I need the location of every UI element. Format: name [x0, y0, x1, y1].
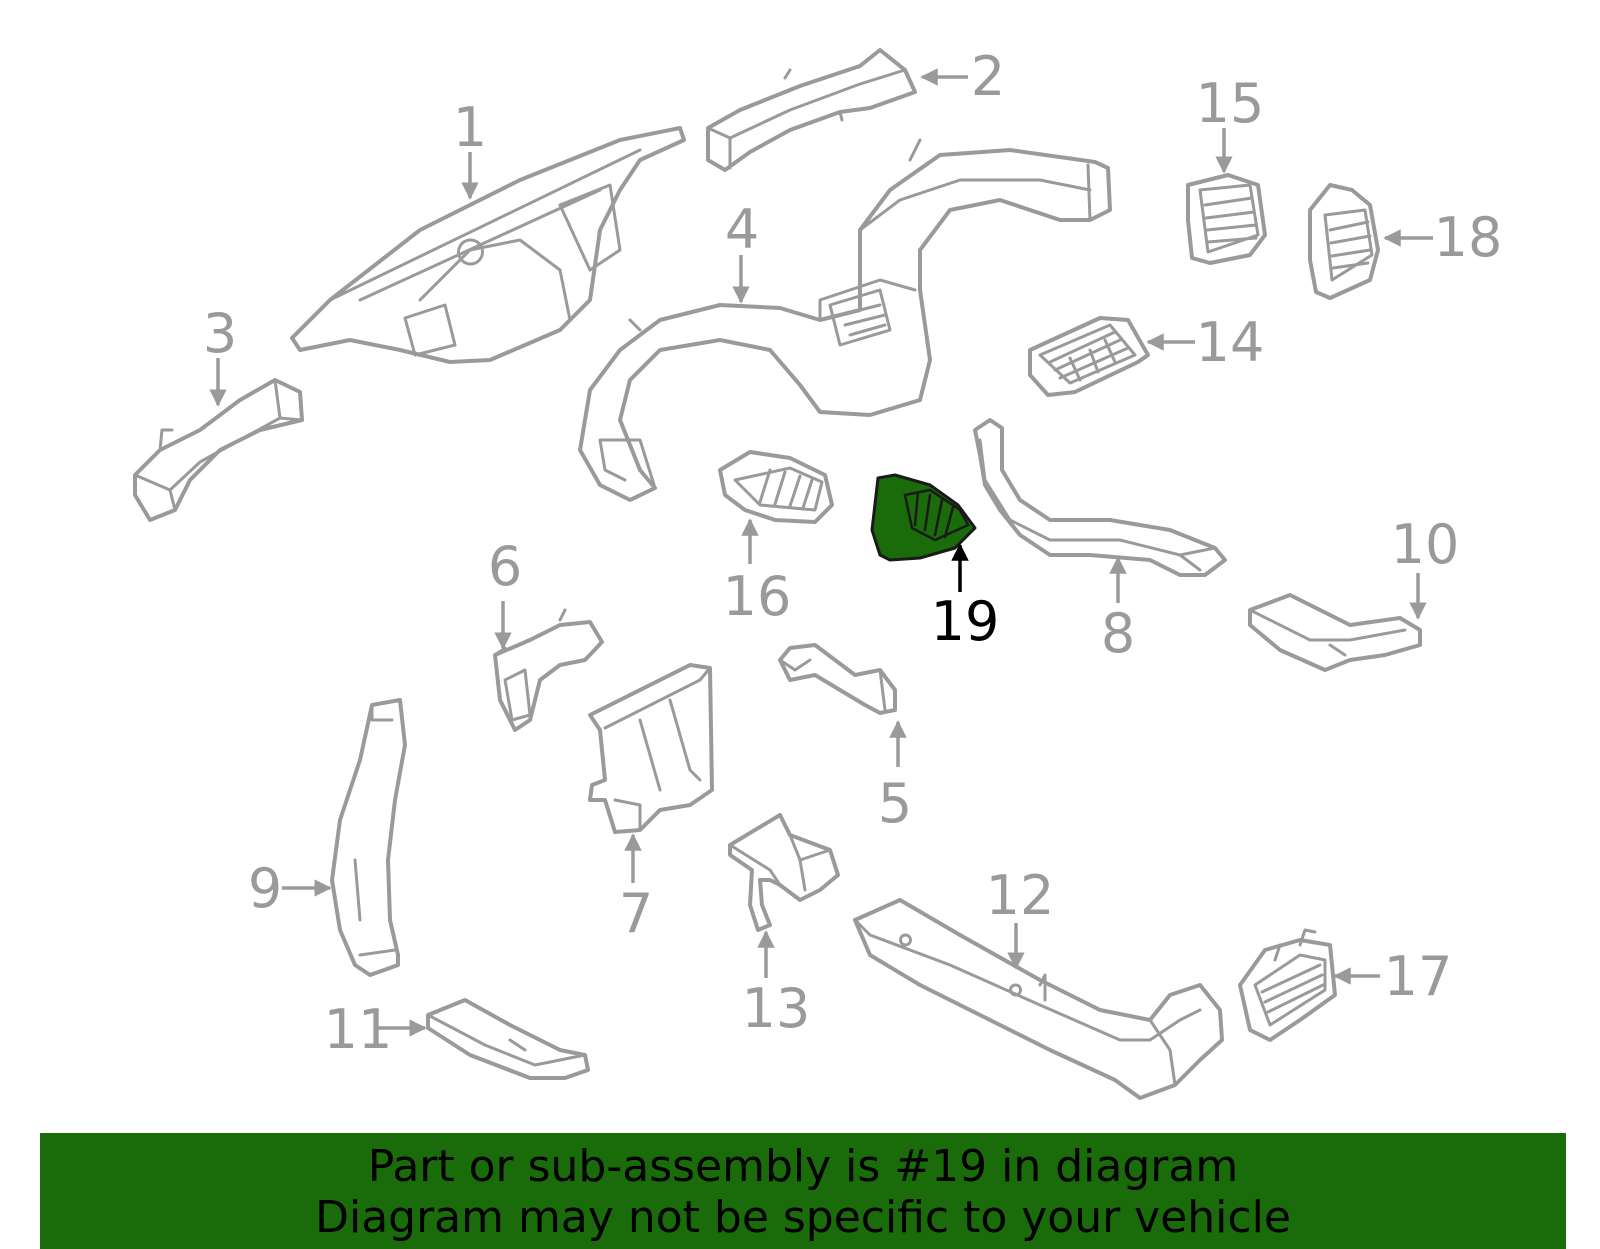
- part-9-vertical-duct[interactable]: [330, 698, 407, 977]
- callout-12: 12: [986, 864, 1055, 927]
- callout-11: 11: [324, 998, 393, 1061]
- callout-6: 6: [488, 535, 522, 598]
- callout-4: 4: [725, 198, 759, 261]
- part-16-vent[interactable]: [718, 450, 834, 524]
- part-1-dash-duct[interactable]: [290, 126, 686, 364]
- part-5-duct[interactable]: [778, 643, 897, 715]
- callout-15: 15: [1196, 72, 1265, 135]
- banner-line-part: Part or sub-assembly is #19 in diagram: [367, 1141, 1239, 1192]
- part-17-vent[interactable]: [1238, 928, 1337, 1042]
- callout-18: 18: [1434, 206, 1503, 269]
- part-3-duct[interactable]: [133, 378, 304, 522]
- callout-8: 8: [1101, 602, 1135, 665]
- info-banner: Part or sub-assembly is #19 in diagram D…: [40, 1133, 1566, 1249]
- part-2-duct[interactable]: [706, 48, 917, 172]
- part-11-duct[interactable]: [426, 998, 590, 1080]
- callout-1: 1: [453, 96, 487, 159]
- part-15-vent[interactable]: [1186, 173, 1267, 265]
- callout-9: 9: [248, 857, 282, 920]
- part-4-center-duct[interactable]: [578, 138, 1112, 502]
- banner-line-disclaimer: Diagram may not be specific to your vehi…: [315, 1192, 1291, 1243]
- part-10-duct[interactable]: [1248, 593, 1422, 672]
- callout-16: 16: [723, 565, 792, 628]
- part-8-duct[interactable]: [973, 418, 1227, 577]
- callout-2: 2: [971, 45, 1005, 108]
- part-13-duct-end[interactable]: [728, 813, 840, 932]
- callout-17: 17: [1384, 945, 1453, 1008]
- callout-14: 14: [1196, 311, 1265, 374]
- part-6-bracket-duct[interactable]: [493, 608, 604, 732]
- part-18-vent[interactable]: [1308, 183, 1380, 300]
- part-14-vent[interactable]: [1028, 316, 1150, 397]
- part-12-floor-duct[interactable]: [853, 898, 1224, 1100]
- callout-13: 13: [742, 977, 811, 1040]
- callout-3: 3: [203, 302, 237, 365]
- leader-lines: [209, 68, 1433, 1037]
- callout-10: 10: [1391, 513, 1460, 576]
- callout-7: 7: [619, 882, 653, 945]
- part-7-duct-bracket[interactable]: [588, 663, 714, 834]
- callout-5: 5: [878, 772, 912, 835]
- callout-labels: 1 2 3 4 5 6 7 8 9 10 11 12 13 14 15 16 1…: [203, 45, 1503, 1061]
- callout-19-highlighted: 19: [931, 590, 1000, 653]
